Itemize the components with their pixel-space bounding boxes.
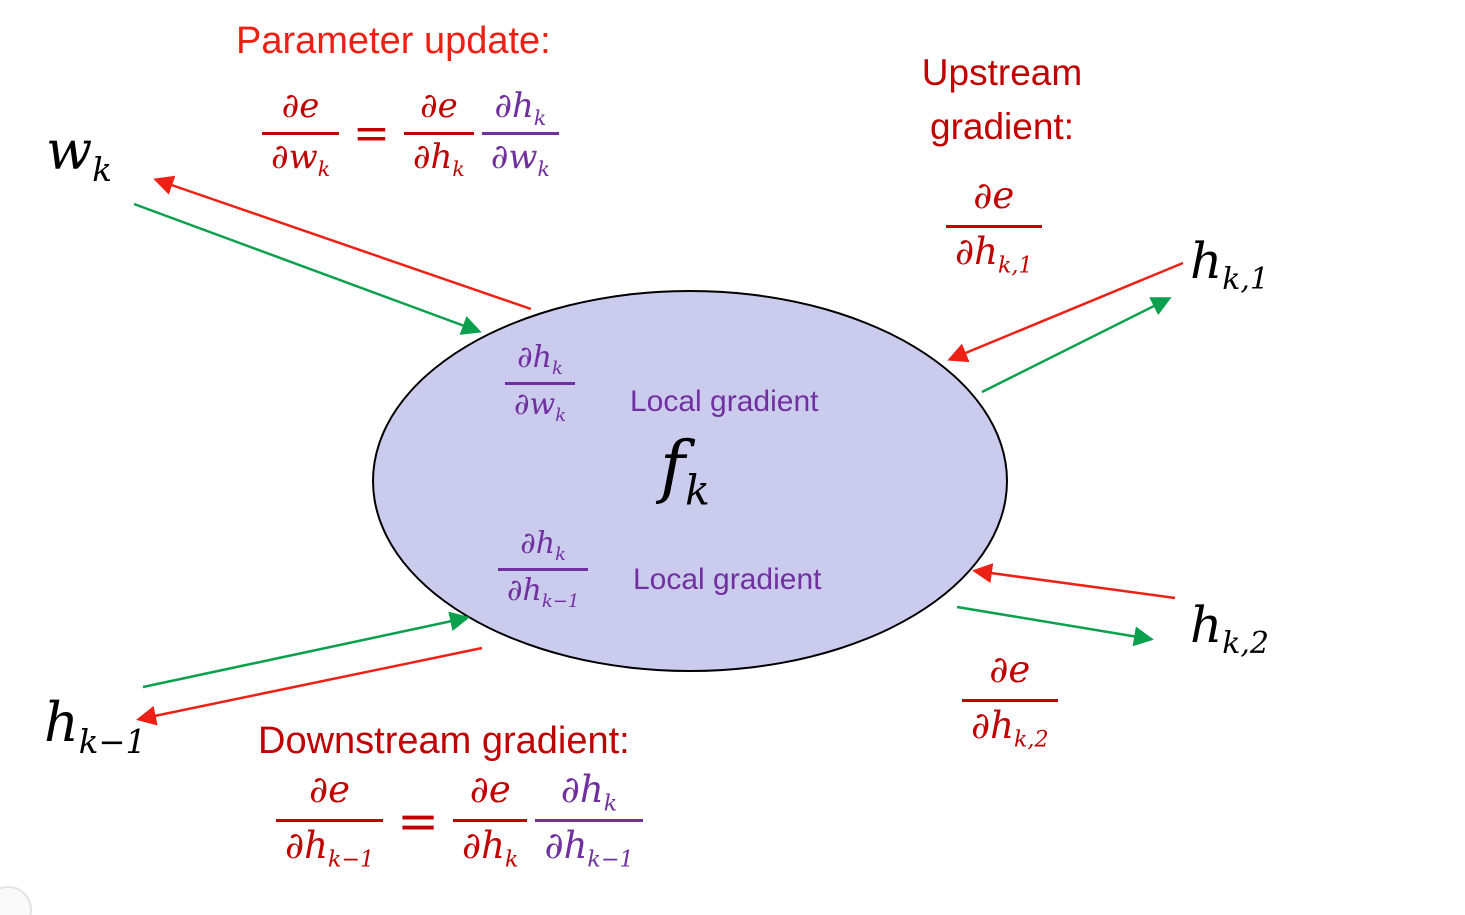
node-function-label: fk xyxy=(660,428,710,515)
equals-sign: = xyxy=(353,107,390,159)
hkm1-label: hk−1 xyxy=(44,691,147,761)
local-gradient-top-label: Local gradient xyxy=(630,385,819,418)
wk-label: wk xyxy=(46,119,112,189)
upstream-title-line2: gradient: xyxy=(930,105,1074,147)
arrow-green-node-to-hk1 xyxy=(981,297,1172,394)
local-gradient-bottom-label: Local gradient xyxy=(633,563,822,596)
arrow-green-node-to-hk2 xyxy=(956,605,1154,647)
frac-de-dhkm1: ∂e ∂hk−1 xyxy=(276,766,384,875)
arrow-red-node-to-wk xyxy=(153,175,532,311)
frac-de-dhk-downstream: ∂e ∂hk xyxy=(453,766,528,875)
node-ellipse xyxy=(372,290,1008,672)
equals-sign-downstream: = xyxy=(397,791,440,850)
upstream-gradient-fraction: ∂e ∂hk,1 xyxy=(946,172,1042,281)
upstream-gradient-title: Upstream gradient: xyxy=(880,46,1124,153)
downstream-gradient-title: Downstream gradient: xyxy=(258,720,630,762)
local-gradient-bottom-fraction: ∂hk ∂hk−1 xyxy=(498,524,589,614)
frac-dhk-dwk: ∂hk ∂wk xyxy=(481,84,559,184)
parameter-update-equation: ∂e ∂wk = ∂e ∂hk ∂hk ∂wk xyxy=(262,84,559,184)
downstream-gradient-equation: ∂e ∂hk−1 = ∂e ∂hk ∂hk ∂hk−1 xyxy=(276,766,643,875)
arrow-red-hk2-to-node xyxy=(972,563,1176,600)
arrow-green-hkm1-to-node xyxy=(142,611,470,689)
upstream-title-line1: Upstream xyxy=(921,52,1083,93)
hk2-label: hk,2 xyxy=(1190,596,1270,661)
arrow-red-node-to-hkm1 xyxy=(136,646,483,726)
frac-dhk-dhkm1: ∂hk ∂hk−1 xyxy=(535,766,643,875)
corner-artifact xyxy=(0,886,32,915)
arrow-green-wk-to-node xyxy=(133,202,482,335)
parameter-update-title: Parameter update: xyxy=(236,20,551,62)
hk1-label: hk,1 xyxy=(1190,232,1270,297)
hk2-gradient-fraction: ∂e ∂hk,2 xyxy=(962,646,1058,755)
frac-de-dhk: ∂e ∂hk xyxy=(403,84,474,184)
frac-de-dwk: ∂e ∂wk xyxy=(262,84,340,184)
local-gradient-top-fraction: ∂hk ∂wk xyxy=(505,338,576,428)
